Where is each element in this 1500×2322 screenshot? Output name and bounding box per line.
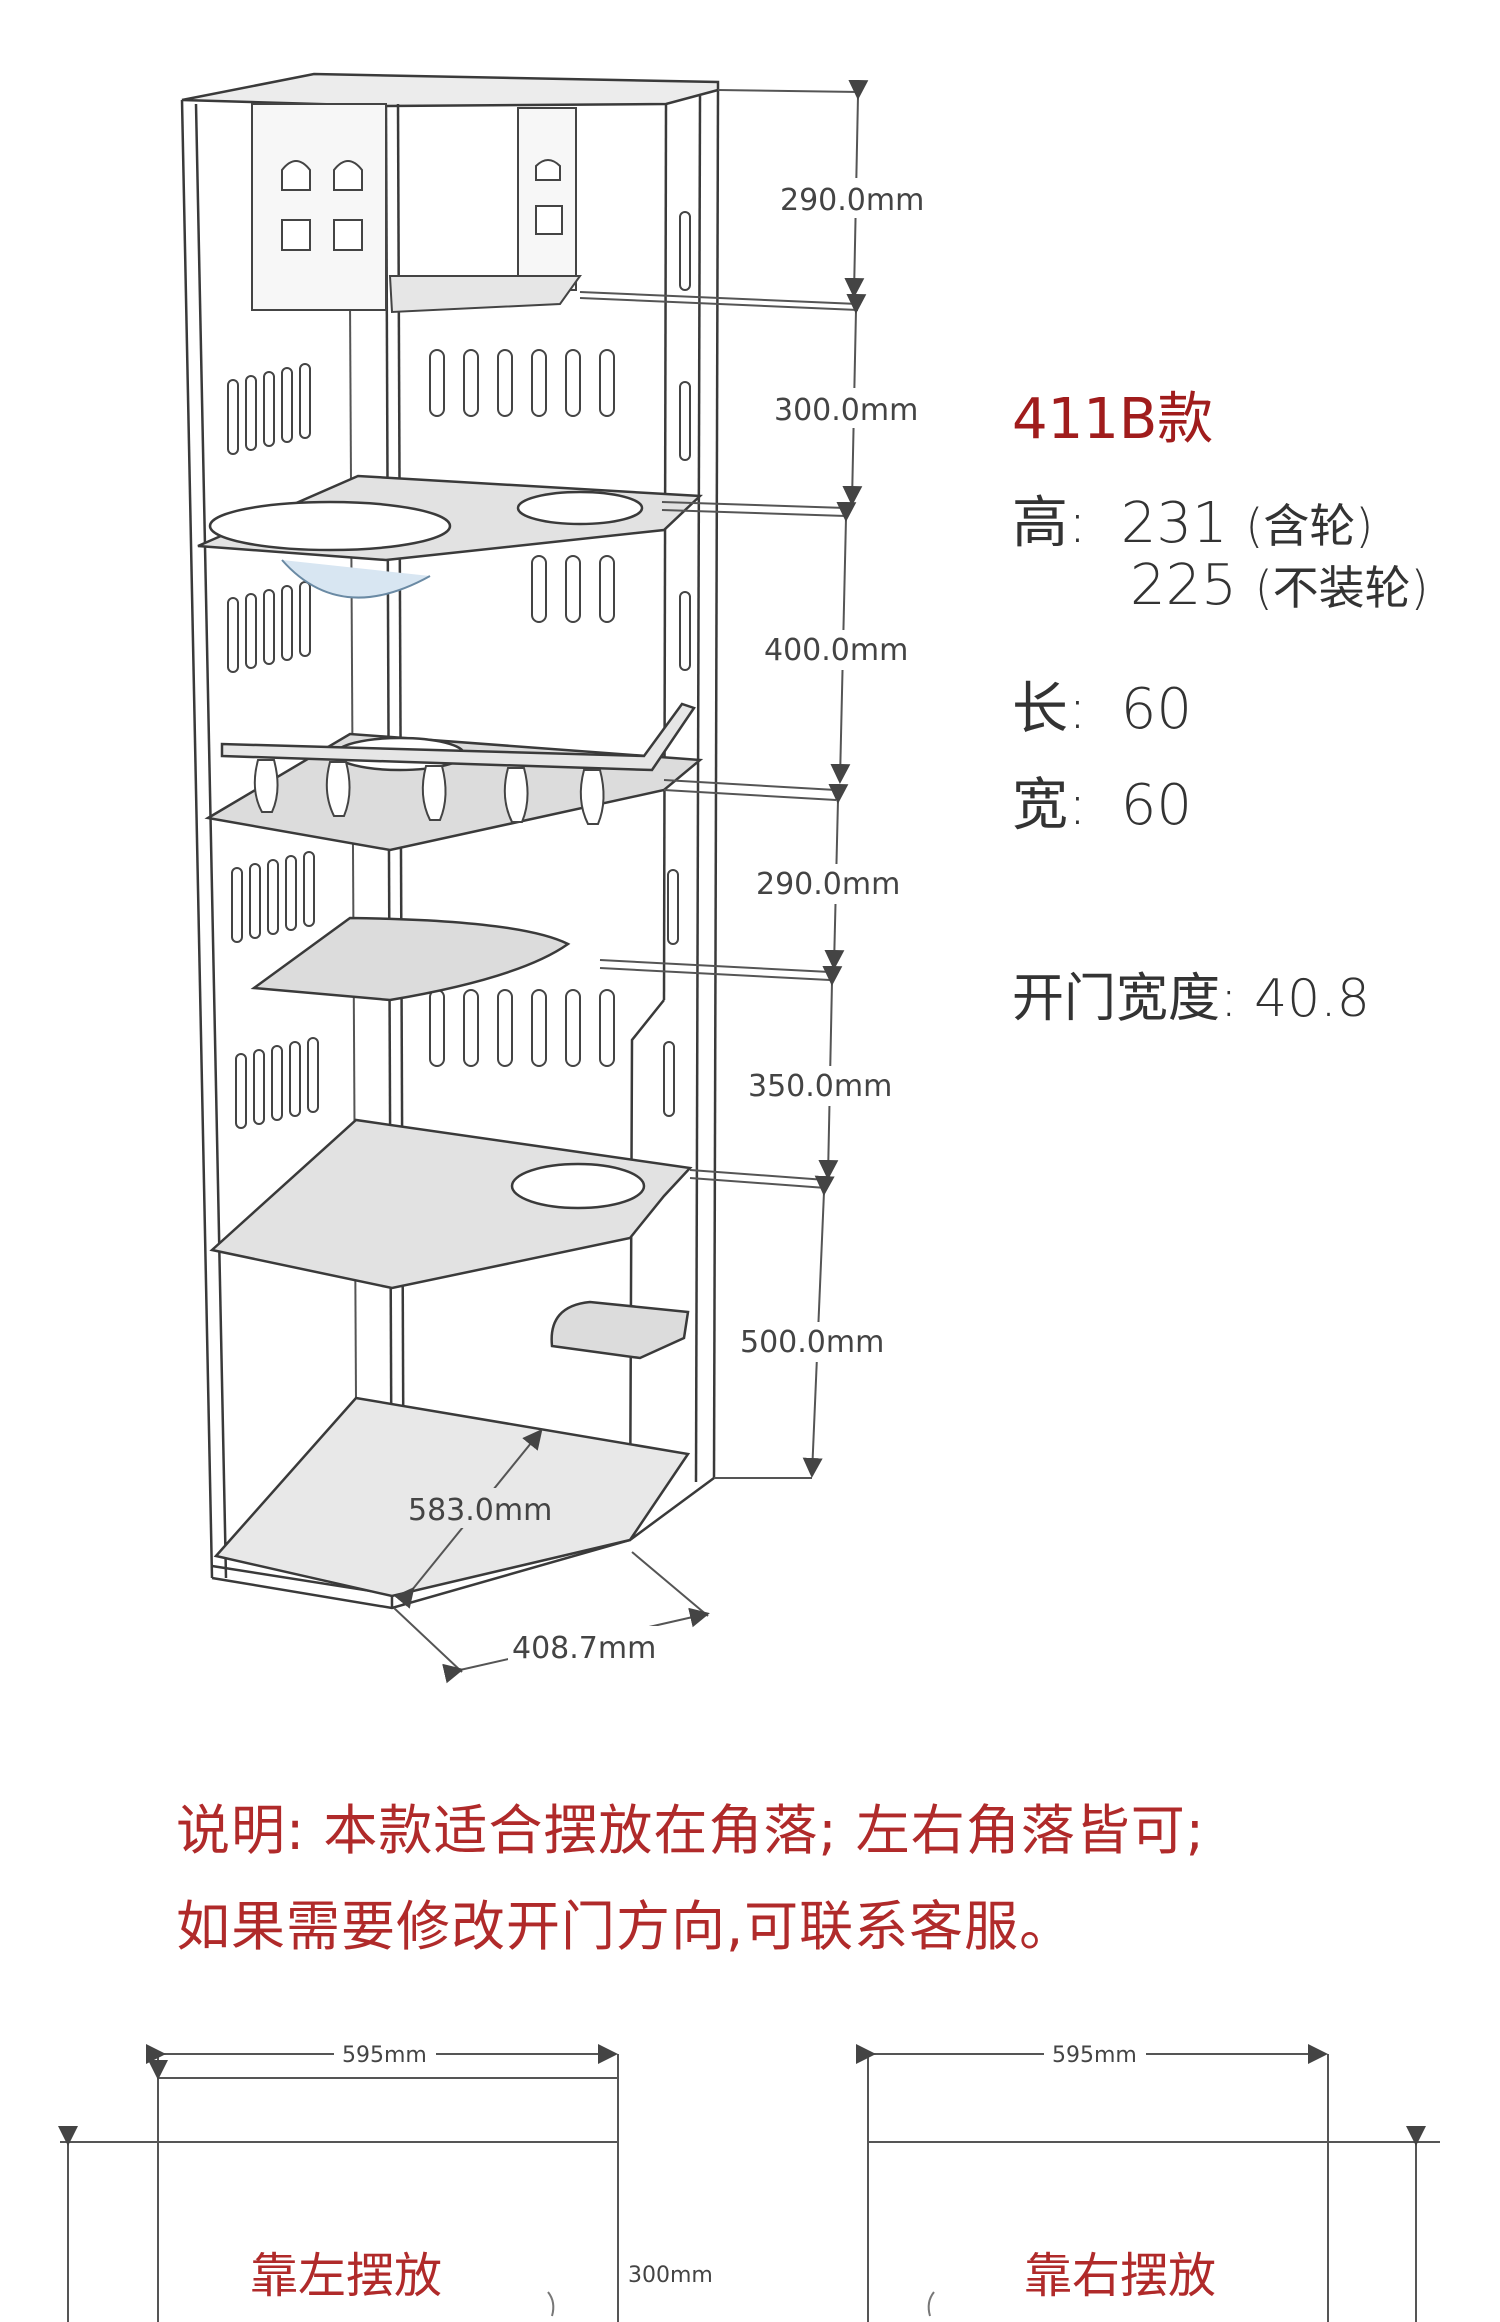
height-with-wheels-note: (含轮) xyxy=(1245,499,1374,553)
height-row: 高: 231 (含轮) xyxy=(1012,478,1373,559)
door-label: 开门宽度: xyxy=(1012,969,1238,1029)
round-hole xyxy=(516,490,644,526)
model-title: 411B款 xyxy=(1012,387,1214,452)
height-label: 高: xyxy=(1012,491,1087,556)
placement-left xyxy=(58,2054,619,2322)
door-value: 40.8 xyxy=(1254,969,1370,1029)
height-without-wheels-note: (不装轮) xyxy=(1254,561,1429,615)
right-width-label: 595mm xyxy=(1052,2043,1137,2068)
description-line-1: 说明: 本款适合摆放在角落; 左右角落皆可; xyxy=(176,1799,1205,1862)
door-row: 开门宽度: 40.8 xyxy=(1012,956,1370,1031)
height-row-2: 225 (不装轮) xyxy=(1130,552,1429,618)
dim-tier6: 500.0mm xyxy=(740,1325,884,1360)
left-width-label: 595mm xyxy=(342,2043,427,2068)
description-line-2: 如果需要修改开门方向,可联系客服。 xyxy=(176,1895,1075,1958)
dim-tier1: 290.0mm xyxy=(780,183,924,218)
length-value: 60 xyxy=(1120,677,1192,742)
width-value: 60 xyxy=(1120,773,1192,838)
vent-slots xyxy=(227,211,691,1129)
dim-width: 408.7mm xyxy=(512,1631,656,1666)
place-left-label: 靠左摆放 xyxy=(250,2248,442,2304)
left-depth-label: 300mm xyxy=(628,2263,713,2288)
dim-tier5: 350.0mm xyxy=(748,1069,892,1104)
place-right-label: 靠右摆放 xyxy=(1024,2248,1216,2304)
balusters xyxy=(253,759,605,825)
height-with-wheels: 231 xyxy=(1120,491,1228,556)
dim-tier2: 300.0mm xyxy=(774,393,918,428)
height-dimensions xyxy=(579,79,869,1479)
height-without-wheels: 225 xyxy=(1130,553,1237,618)
top-house xyxy=(251,103,582,314)
dim-tier4: 290.0mm xyxy=(756,867,900,902)
length-label: 长: xyxy=(1012,677,1087,742)
length-row: 长: 60 xyxy=(1012,664,1192,745)
bowl-hole xyxy=(208,500,452,552)
width-label: 宽: xyxy=(1012,773,1087,838)
placement-right xyxy=(867,2054,1440,2322)
large-hole xyxy=(510,1162,646,1210)
dim-tier3: 400.0mm xyxy=(764,633,908,668)
width-row: 宽: 60 xyxy=(1012,760,1192,841)
dim-depth: 583.0mm xyxy=(408,1493,552,1528)
